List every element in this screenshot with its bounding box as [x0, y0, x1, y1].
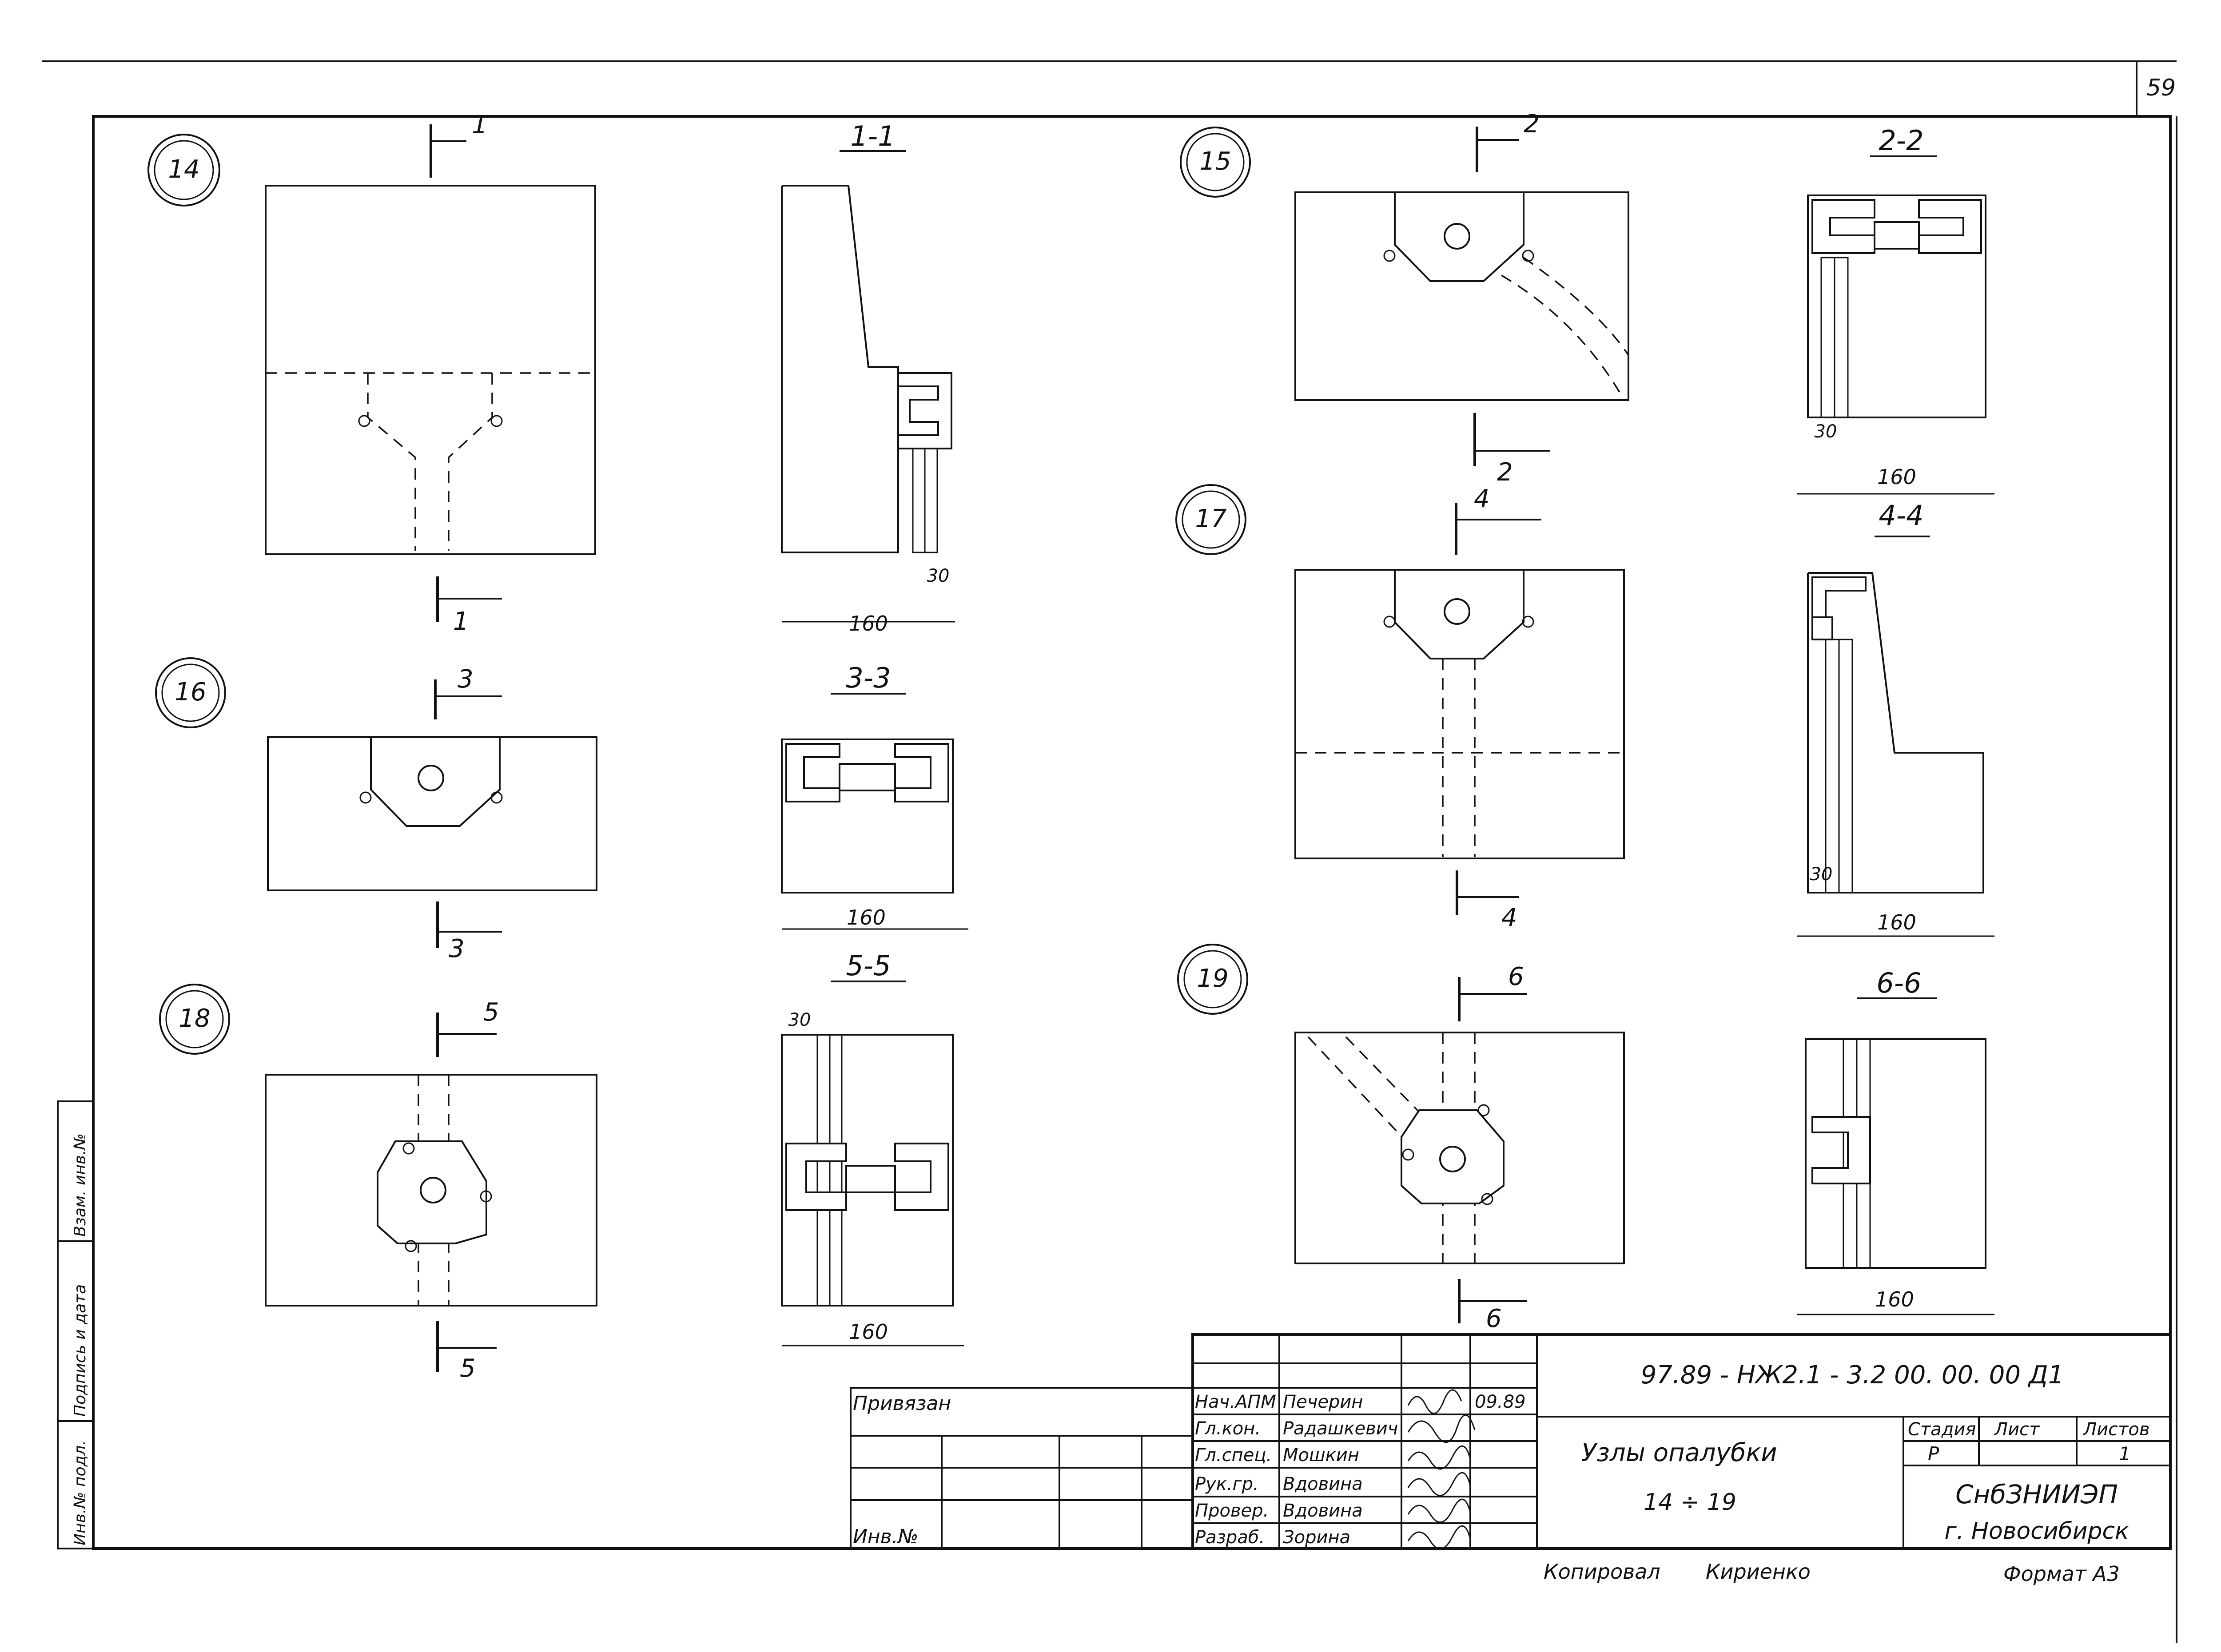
- name-0: Печерин: [1283, 1392, 1363, 1412]
- section-title: 4-4: [1879, 499, 1923, 532]
- section-mark-bottom: 2: [1497, 458, 1513, 487]
- side-stamp: Инв.№ подл. Подпись и дата Взам. инв.№: [57, 1100, 94, 1549]
- dim-30: 30: [788, 1010, 811, 1030]
- dim-30: 30: [1815, 421, 1837, 442]
- section-mark-bottom: 1: [453, 607, 469, 636]
- sheet-frame: [42, 60, 2177, 1643]
- dim-160: 160: [847, 905, 886, 929]
- sheets-value: 1: [2119, 1443, 2131, 1465]
- name-2: Мошкин: [1283, 1445, 1359, 1465]
- node-17: 17 4 4 4-4 160 30: [1175, 484, 1994, 937]
- format-label: Формат А3: [2003, 1562, 2120, 1586]
- node-15: 15 2 2 2-2 160 30: [1180, 110, 1994, 495]
- section-title: 3-3: [846, 662, 891, 694]
- name-1: Радашкевич: [1283, 1418, 1398, 1439]
- dim-160: 160: [1875, 1287, 1914, 1311]
- node-number: 17: [1195, 504, 1227, 533]
- date: 09.89: [1475, 1392, 1526, 1412]
- copied-label: Копировал: [1544, 1560, 1660, 1584]
- section-title: 2-2: [1879, 124, 1923, 157]
- drawing-title: Узлы опалубки: [1581, 1438, 1777, 1467]
- privyazan-label: Привязан: [853, 1392, 951, 1415]
- node-number: 19: [1197, 964, 1228, 993]
- dim-160: 160: [1877, 465, 1916, 489]
- title-block: [1191, 1333, 2172, 1550]
- drawing-subtitle: 14 ÷ 19: [1644, 1489, 1736, 1516]
- copied-name: Кириенко: [1706, 1560, 1811, 1584]
- org-name: СнбЗНИИЭП: [1955, 1479, 2118, 1509]
- node-number: 16: [175, 678, 206, 707]
- stage-value: Р: [1928, 1443, 1939, 1465]
- section-mark-top: 1: [472, 111, 488, 139]
- signatures: [1407, 1389, 1476, 1550]
- section-mark-top: 4: [1474, 484, 1490, 513]
- name-3: Вдовина: [1283, 1474, 1363, 1494]
- section-title: 1-1: [850, 120, 895, 152]
- section-mark-bottom: 6: [1486, 1304, 1502, 1333]
- section-mark-top: 5: [483, 998, 499, 1027]
- side-stamp-col3: Взам. инв.№: [71, 1133, 89, 1237]
- role-5: Разраб.: [1195, 1527, 1265, 1548]
- dim-30: 30: [927, 566, 950, 586]
- stage-header: Стадия: [1908, 1419, 1976, 1440]
- node-19: 19 6 6 6-6 160: [1177, 944, 1994, 1333]
- role-3: Рук.гр.: [1195, 1474, 1259, 1494]
- name-4: Вдовина: [1283, 1501, 1363, 1521]
- org-city: г. Новосибирск: [1944, 1518, 2129, 1545]
- page-number: 59: [2146, 75, 2176, 101]
- role-2: Гл.спец.: [1195, 1445, 1272, 1465]
- node-number: 15: [1199, 147, 1231, 176]
- dim-160: 160: [849, 612, 888, 635]
- node-14: 14 1 1 1-1 160 30: [147, 111, 955, 636]
- dim-160: 160: [1877, 910, 1916, 934]
- role-0: Нач.АПМ: [1195, 1392, 1276, 1412]
- node-18: 18 5 5 5-5 30 160: [159, 949, 964, 1383]
- section-mark-top: 6: [1508, 962, 1524, 991]
- side-stamp-col1: Инв.№ подл.: [71, 1440, 89, 1545]
- doc-code: 97.89 - НЖ2.1 - 3.2 00. 00. 00 Д1: [1641, 1361, 2064, 1390]
- dim-160: 160: [849, 1320, 888, 1344]
- section-title: 6-6: [1876, 967, 1921, 999]
- node-number: 18: [179, 1004, 210, 1033]
- section-mark-top: 2: [1524, 110, 1540, 139]
- dim-30: 30: [1810, 864, 1833, 885]
- sheets-header: Листов: [2082, 1419, 2149, 1440]
- section-mark-bottom: 5: [460, 1354, 476, 1383]
- name-5: Зорина: [1283, 1527, 1350, 1548]
- section-mark-bottom: 4: [1501, 903, 1517, 932]
- sheet-header: Лист: [1994, 1419, 2040, 1440]
- node-16: 16 3 3 3-3 160: [155, 657, 968, 963]
- section-mark-bottom: 3: [449, 934, 465, 963]
- section-mark-top: 3: [458, 665, 474, 694]
- inv-label: Инв.№: [853, 1525, 918, 1548]
- section-title: 5-5: [846, 949, 891, 982]
- role-1: Гл.кон.: [1195, 1418, 1261, 1439]
- role-4: Провер.: [1195, 1501, 1269, 1521]
- side-stamp-col2: Подпись и дата: [71, 1284, 89, 1417]
- node-number: 14: [168, 155, 199, 184]
